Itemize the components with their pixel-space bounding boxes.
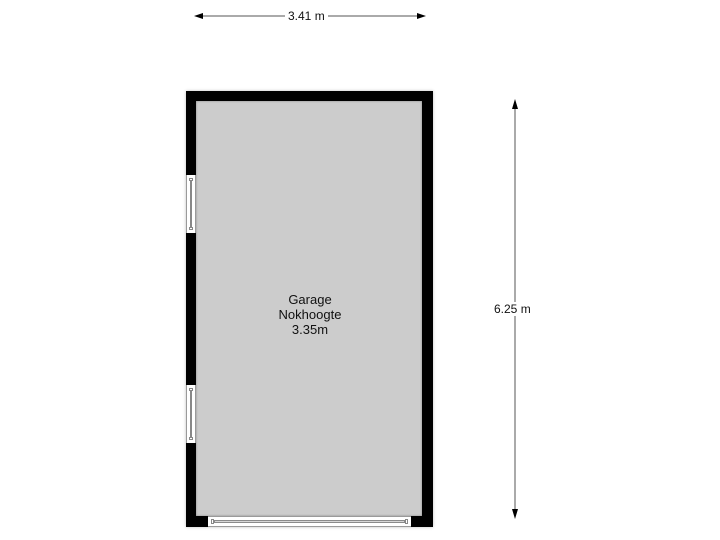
- wall-left-middle: [186, 233, 196, 385]
- length-dimension-label: 6.25 m: [491, 302, 534, 316]
- room-name: Garage: [288, 292, 332, 307]
- window-left-upper: [186, 175, 196, 233]
- wall-right: [422, 91, 433, 527]
- arrow-up-icon: [512, 99, 518, 109]
- arrow-right-icon: [417, 13, 426, 19]
- width-dimension-label: 3.41 m: [285, 9, 328, 23]
- wall-left-bottom: [186, 443, 196, 527]
- room-floor: [196, 101, 422, 516]
- wall-bottom-left: [186, 516, 208, 527]
- room-height-label: Nokhoogte: [278, 307, 342, 322]
- wall-bottom-right: [411, 516, 433, 527]
- garage-door: [208, 516, 411, 527]
- wall-top: [186, 91, 433, 101]
- window-left-lower: [186, 385, 196, 443]
- arrow-left-icon: [194, 13, 203, 19]
- room-label: Garage Nokhoogte 3.35m: [240, 292, 380, 337]
- room-height-value: 3.35m: [291, 322, 329, 337]
- wall-left-top: [186, 91, 196, 175]
- arrow-down-icon: [512, 509, 518, 519]
